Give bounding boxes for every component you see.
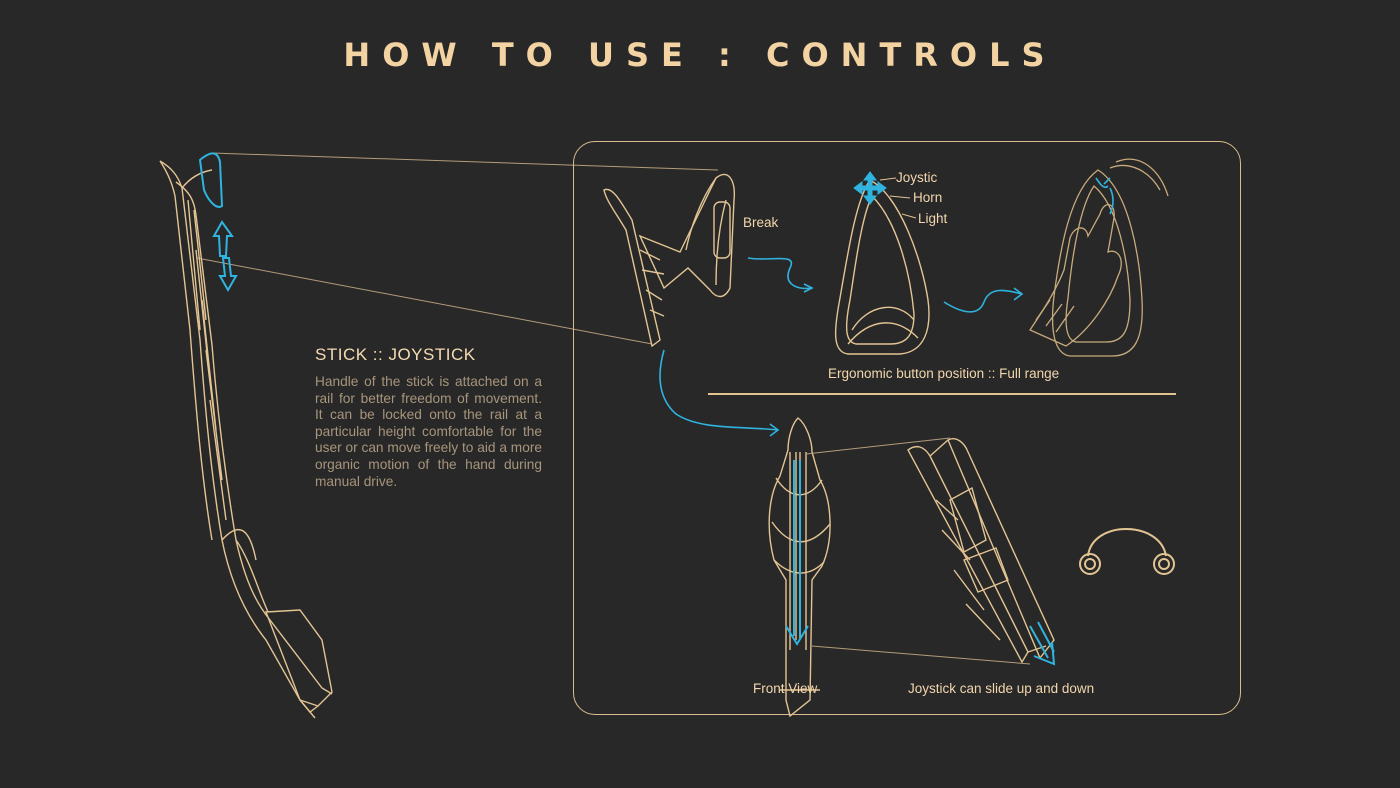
handle-closeup-sketch [603, 173, 735, 348]
down-arrow-icon [785, 460, 809, 646]
label-horn: Horn [913, 190, 943, 205]
controls-detail-panel [573, 141, 1241, 715]
leader-line-bottom [196, 257, 653, 345]
rail-down-arrow-icon [1029, 621, 1056, 666]
button-head-sketch [834, 179, 930, 355]
label-front-view: Front View [753, 681, 818, 696]
section-divider [708, 393, 1176, 395]
flow-arrow-3 [659, 349, 780, 437]
stick-handle-icon [198, 152, 224, 208]
section-heading: STICK :: JOYSTICK [315, 345, 476, 364]
button-leader-lines [879, 177, 917, 219]
section-description: Handle of the stick is attached on a rai… [315, 374, 542, 489]
thumb-button-icon [1095, 177, 1114, 215]
rail-profile-icon [1079, 528, 1175, 575]
label-slide: Joystick can slide up and down [908, 681, 1095, 696]
hand-joystick-sketch [1029, 158, 1169, 357]
flow-arrow-2 [943, 287, 1024, 313]
leader-line-top [211, 152, 719, 171]
up-down-arrows-icon [212, 220, 238, 293]
label-ergonomic: Ergonomic button position :: Full range [828, 366, 1060, 381]
joystick-cross-icon [853, 171, 887, 205]
rail-side-sketch [907, 438, 1055, 664]
stick-sketch [159, 160, 333, 719]
label-light: Light [918, 211, 948, 226]
front-view-leaders [805, 437, 1031, 665]
flow-arrow-1 [747, 257, 814, 293]
label-joystic: Joystic [896, 170, 938, 185]
page-title: HOW TO USE : CONTROLS [343, 36, 1057, 74]
label-break: Break [743, 215, 779, 230]
